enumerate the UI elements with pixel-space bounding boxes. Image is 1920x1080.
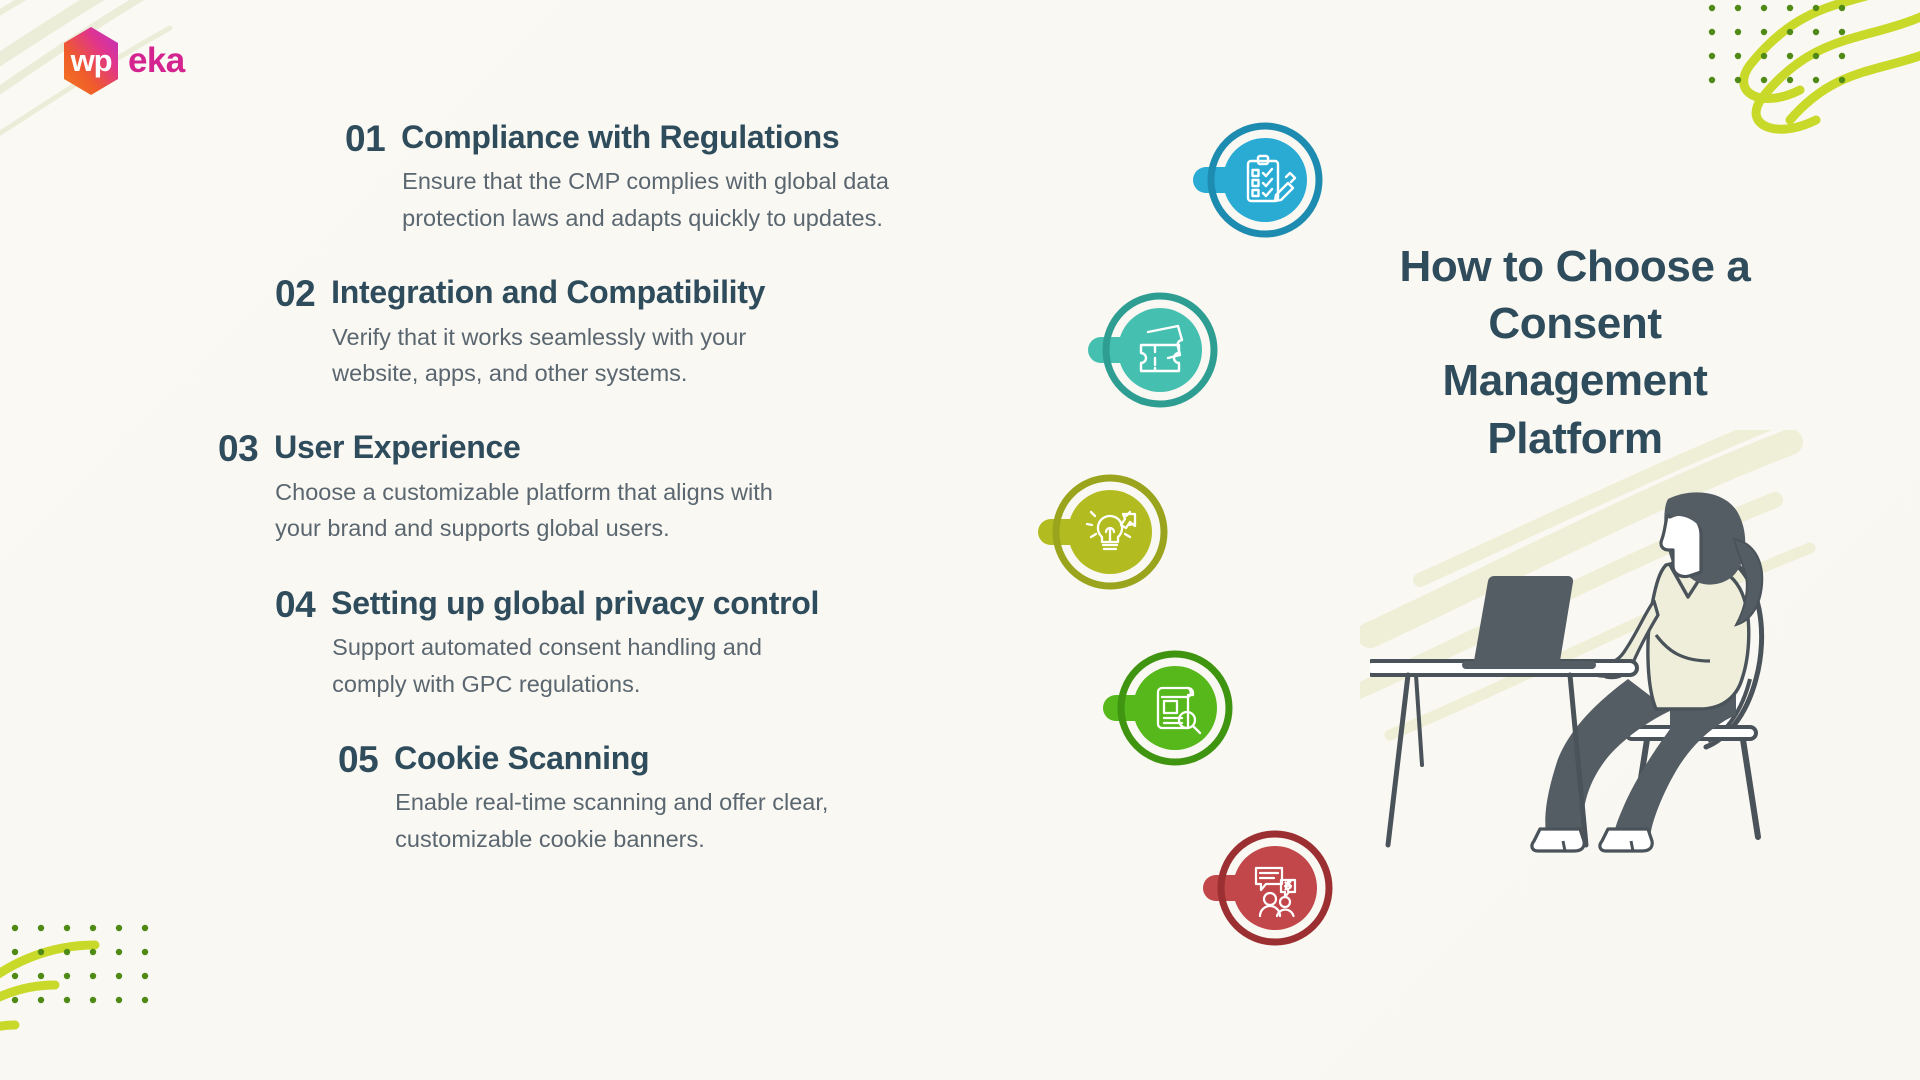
step-description-line: customizable cookie banners. — [395, 825, 705, 852]
step-icon-badge-04 — [1100, 648, 1233, 768]
step-title: Compliance with Regulations — [401, 119, 840, 155]
page-title-line: Management — [1442, 356, 1708, 406]
squiggle-lines-top-right-decoration — [1690, 0, 1920, 170]
step-number: 03 — [218, 428, 259, 470]
page-title: How to Choose a Consent Management Platf… — [1350, 238, 1800, 467]
step-title: Cookie Scanning — [394, 739, 650, 776]
step-description-line: Verify that it works seamlessly with you… — [332, 323, 747, 350]
step-description-line: Choose a customizable platform that alig… — [275, 478, 773, 505]
logo-mark-text: wp — [70, 42, 113, 78]
step-description-line: comply with GPC regulations. — [332, 670, 641, 697]
brand-logo[interactable]: wp eka — [60, 26, 185, 96]
step-icon-badge-01 — [1190, 120, 1323, 240]
page-title-line: Platform — [1487, 413, 1663, 463]
step-icon-badge-02 — [1085, 290, 1218, 410]
step-number: 01 — [345, 118, 386, 159]
woman-working-at-desk-illustration — [1370, 492, 1765, 853]
step-item-02: 02 Integration and Compatibility Verify … — [275, 273, 1060, 391]
step-title: Integration and Compatibility — [331, 274, 766, 311]
step-content: Compliance with Regulations Ensure that … — [401, 118, 889, 236]
concentric-arcs-bottom-left-decoration — [0, 890, 260, 1080]
step-number: 02 — [275, 273, 316, 315]
step-description-line: Enable real-time scanning and offer clea… — [395, 789, 829, 816]
step-icon-badge-03 — [1035, 472, 1168, 592]
step-item-03: 03 User Experience Choose a customizable… — [218, 428, 1060, 546]
clipboard-checklist-pencil-icon — [1193, 122, 1323, 238]
step-item-01: 01 Compliance with Regulations Ensure th… — [345, 118, 1060, 236]
step-content: User Experience Choose a customizable pl… — [274, 428, 773, 546]
step-description: Choose a customizable platform that alig… — [274, 474, 773, 547]
step-number: 04 — [275, 583, 316, 625]
lightbulb-cursor-icon — [1038, 474, 1168, 590]
people-chat-bubbles-icon — [1203, 830, 1333, 946]
step-description-line: Ensure that the CMP complies with global… — [402, 168, 889, 195]
step-description-line: protection laws and adapts quickly to up… — [402, 204, 883, 231]
step-description: Ensure that the CMP complies with global… — [401, 163, 889, 236]
step-content: Cookie Scanning Enable real-time scannin… — [394, 739, 828, 857]
step-title: User Experience — [274, 429, 521, 466]
step-title: Setting up global privacy control — [331, 584, 820, 621]
tickets-icon — [1088, 292, 1218, 408]
step-item-05: 05 Cookie Scanning Enable real-time scan… — [338, 739, 1060, 857]
steps-list: 01 Compliance with Regulations Ensure th… — [0, 118, 1060, 894]
step-description-line: website, apps, and other systems. — [332, 360, 688, 387]
step-content: Setting up global privacy control Suppor… — [331, 584, 819, 702]
step-item-04: 04 Setting up global privacy control Sup… — [275, 584, 1060, 702]
step-description-line: your brand and supports global users. — [275, 515, 670, 542]
page-title-line: Consent — [1488, 299, 1662, 349]
step-description: Support automated consent handling and c… — [331, 629, 819, 702]
step-description-line: Support automated consent handling and — [332, 634, 763, 661]
step-number: 05 — [338, 738, 379, 780]
page-title-line: How to Choose a — [1399, 242, 1751, 291]
step-description: Enable real-time scanning and offer clea… — [394, 784, 828, 857]
step-content: Integration and Compatibility Verify tha… — [331, 273, 765, 391]
hero-illustration — [1370, 465, 1800, 865]
logo-wordmark: eka — [128, 40, 185, 80]
step-icon-badge-05 — [1200, 828, 1333, 948]
document-magnifier-icon — [1103, 650, 1233, 766]
logo-hexagon-mark: wp — [60, 26, 122, 96]
step-description: Verify that it works seamlessly with you… — [331, 319, 765, 392]
